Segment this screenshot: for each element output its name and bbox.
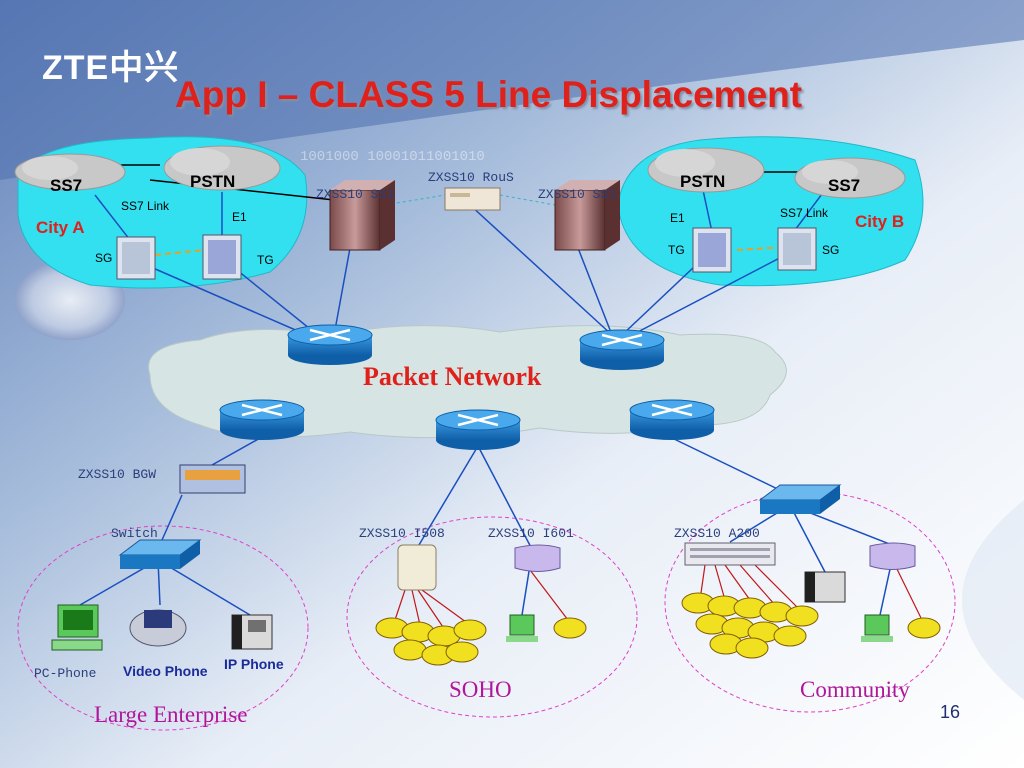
video-phone-device — [129, 609, 187, 647]
city-b-tg-label: TG — [668, 243, 685, 257]
ss1-left-label: ZXSS10 SS1 — [316, 187, 395, 202]
ss1-server-left — [329, 180, 395, 251]
soho-group — [346, 516, 638, 718]
background-arc — [962, 500, 1024, 700]
zte-logo: ZTE中兴 — [42, 49, 180, 87]
community-switch — [758, 484, 842, 514]
large-enterprise-group — [17, 525, 309, 731]
i508-label: ZXSS10 I508 — [359, 526, 445, 541]
bgw-device — [179, 464, 246, 494]
city-a-e1-label: E1 — [232, 210, 247, 224]
sg-equipment-a — [116, 236, 156, 280]
packet-network-label: Packet Network — [363, 362, 542, 391]
video-phone-label: Video Phone — [123, 663, 208, 679]
ip-phone-label: IP Phone — [224, 656, 284, 672]
bgw-label: ZXSS10 BGW — [78, 467, 157, 482]
pc-phone-label: PC-Phone — [34, 666, 97, 681]
pstn-cloud-b — [647, 147, 765, 193]
large-enterprise-label: Large Enterprise — [94, 702, 248, 727]
rous-server — [444, 187, 501, 211]
analog-phones — [375, 592, 941, 666]
ss7-cloud-b — [794, 157, 906, 199]
city-b-label: City B — [855, 212, 905, 231]
sg-equipment-b — [777, 227, 817, 271]
city-a-sg-label: SG — [95, 251, 113, 265]
ss1-right-label: ZXSS10 SS1 — [538, 187, 617, 202]
city-b-sg-label: SG — [822, 243, 840, 257]
switch-label: Switch — [111, 526, 158, 541]
city-a-tg-label: TG — [257, 253, 274, 267]
a200-device — [684, 542, 776, 566]
city-a-ss7-label: SS7 — [50, 176, 83, 195]
soho-label: SOHO — [449, 677, 512, 702]
city-b-ss7-label: SS7 — [828, 176, 861, 195]
city-a-ss7-link-label: SS7 Link — [121, 199, 170, 213]
city-a-pstn-label: PSTN — [190, 172, 236, 191]
i601-label: ZXSS10 I601 — [488, 526, 574, 541]
router-core-right — [579, 329, 665, 370]
community-pc — [861, 614, 893, 642]
community-label: Community — [800, 677, 910, 702]
router-edge-left — [219, 399, 305, 440]
phone-lines — [394, 564, 923, 631]
enterprise-switch — [118, 539, 202, 569]
background-swoosh — [0, 0, 1024, 180]
rous-label: ZXSS10 RouS — [428, 170, 514, 185]
city-b-ss7-link-line — [736, 246, 786, 251]
community-i601-device — [869, 542, 916, 570]
rous-link-left — [384, 194, 446, 206]
pc-phone-device — [51, 604, 103, 651]
city-b-ss7-link-label: SS7 Link — [780, 206, 829, 220]
community-ip-phone — [804, 571, 846, 603]
router-core-left — [287, 324, 373, 365]
i508-device — [397, 544, 437, 591]
city-a-label: City A — [36, 218, 85, 237]
router-edge-right — [629, 399, 715, 440]
slide-title: App I – CLASS 5 Line Displacement — [175, 74, 803, 115]
router-edge-center — [435, 409, 521, 450]
ss1-server-right — [554, 180, 620, 251]
city-a-ss7-link-line — [154, 249, 206, 256]
soho-pc — [506, 614, 538, 642]
ss7-cloud-a — [14, 153, 126, 191]
city-b-pstn-label: PSTN — [680, 172, 726, 191]
city-b-e1-label: E1 — [670, 211, 685, 225]
tg-equipment-b — [692, 227, 732, 273]
a200-label: ZXSS10 A200 — [674, 526, 760, 541]
i601-device — [514, 544, 561, 572]
tg-equipment-a — [202, 234, 242, 280]
page-number: 16 — [940, 702, 961, 722]
binary-watermark: 1001000 10001011001010 — [300, 149, 485, 165]
pstn-cloud-a — [163, 145, 281, 191]
ip-phone-device — [231, 614, 273, 650]
